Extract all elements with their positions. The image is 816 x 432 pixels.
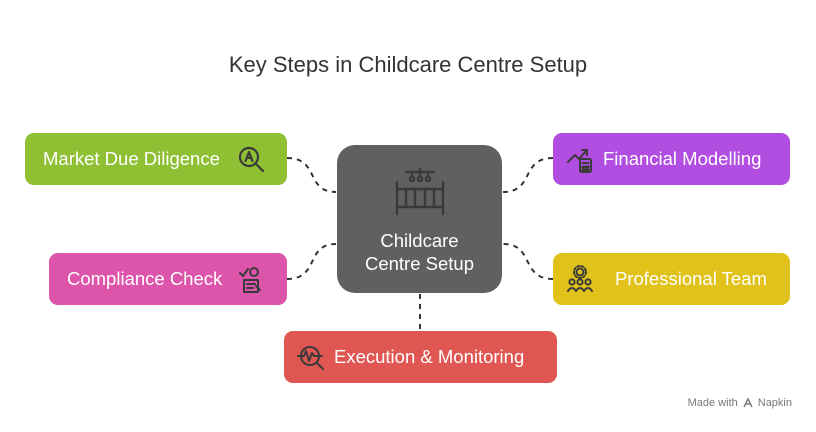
center-label: Childcare Centre Setup (365, 229, 474, 275)
watermark-prefix: Made with (687, 397, 738, 409)
watermark-brand: Napkin (757, 397, 792, 409)
step-financial-modelling: Financial Modelling (553, 133, 790, 185)
chart-calculator-icon (563, 142, 597, 176)
team-icon (563, 262, 597, 296)
center-label-line1: Childcare (380, 230, 459, 251)
connector-professional (502, 243, 554, 280)
step-label: Market Due Diligence (43, 148, 220, 169)
pulse-magnifier-icon (294, 340, 328, 374)
step-label: Execution & Monitoring (334, 346, 525, 367)
step-label: Professional Team (615, 268, 767, 289)
step-execution-monitoring: Execution & Monitoring (284, 331, 557, 383)
diagram-title: Key Steps in Childcare Centre Setup (228, 52, 588, 77)
napkin-watermark[interactable]: Made with Napkin (688, 397, 792, 409)
center-node: Childcare Centre Setup (337, 145, 502, 293)
step-market-due-diligence: Market Due Diligence (25, 133, 287, 185)
step-label: Compliance Check (67, 268, 223, 289)
connector-compliance (286, 243, 337, 280)
crib-icon (395, 167, 444, 216)
center-label-line2: Centre Setup (364, 253, 474, 274)
magnify-document-icon (234, 142, 268, 176)
checklist-icon (234, 262, 268, 296)
step-professional-team: Professional Team (553, 253, 790, 305)
connector-financial (502, 157, 554, 193)
step-compliance-check: Compliance Check (49, 253, 287, 305)
step-label: Financial Modelling (603, 148, 762, 169)
connector-market (286, 157, 337, 193)
napkin-logo-icon (743, 397, 753, 408)
